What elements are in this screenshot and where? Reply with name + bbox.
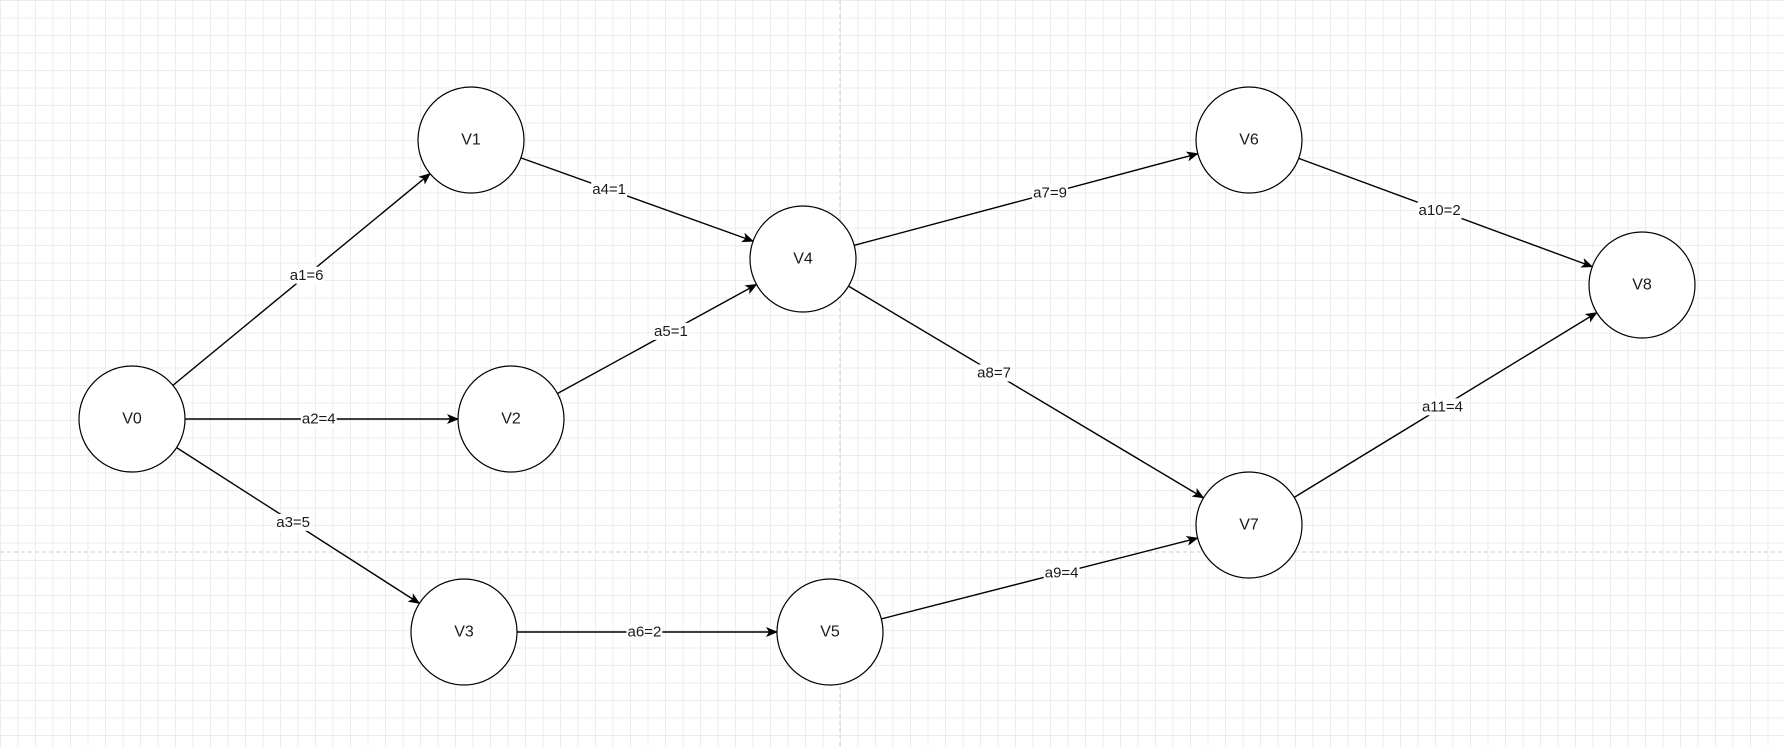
node-circle-v6[interactable] (1195, 86, 1303, 194)
node-label-v5: V5 (820, 624, 840, 641)
node-label-v7: V7 (1239, 517, 1259, 534)
node-v4[interactable]: V4 (749, 205, 857, 313)
edge-label-a9: a9=4 (1045, 564, 1079, 581)
node-label-v4: V4 (793, 251, 813, 268)
edge-arrow-a7 (854, 151, 1199, 247)
node-circle-v5[interactable] (776, 578, 884, 686)
edge-a6: a6=2 (517, 623, 778, 641)
edge-a4: a4=1 (520, 157, 755, 243)
node-circle-v7[interactable] (1195, 471, 1303, 579)
node-circle-v8[interactable] (1588, 231, 1696, 339)
node-v5[interactable]: V5 (776, 578, 884, 686)
node-label-v2: V2 (501, 411, 521, 428)
edge-label-a10: a10=2 (1419, 202, 1461, 219)
edge-label-bg-a3 (275, 513, 312, 531)
edge-label-a8: a8=7 (977, 364, 1011, 381)
edge-label-bg-a8 (976, 364, 1012, 382)
node-circle-v4[interactable] (749, 205, 857, 313)
edge-label-bg-a6 (626, 623, 663, 641)
edge-a11: a11=4 (1293, 312, 1598, 498)
edge-label-a4: a4=1 (592, 181, 626, 198)
node-label-v8: V8 (1632, 277, 1652, 294)
edge-a2: a2=4 (185, 410, 459, 428)
edge-label-bg-a11 (1420, 398, 1464, 416)
edge-label-a7: a7=9 (1033, 185, 1067, 202)
edge-a7: a7=9 (854, 151, 1199, 247)
node-circle-v2[interactable] (457, 365, 565, 473)
edge-label-a2: a2=4 (302, 411, 336, 428)
node-v0[interactable]: V0 (78, 365, 186, 473)
edge-a9: a9=4 (881, 535, 1199, 620)
edge-a1: a1=6 (172, 173, 431, 386)
node-v3[interactable]: V3 (410, 578, 518, 686)
edge-label-bg-a10 (1417, 201, 1462, 219)
node-label-v3: V3 (454, 624, 474, 641)
edge-arrow-a9 (881, 535, 1199, 620)
node-v8[interactable]: V8 (1588, 231, 1696, 339)
node-circle-v0[interactable] (78, 365, 186, 473)
node-circle-v1[interactable] (417, 86, 525, 194)
node-label-v6: V6 (1239, 132, 1259, 149)
edge-a8: a8=7 (848, 285, 1205, 499)
edge-a10: a10=2 (1298, 157, 1594, 268)
edge-label-bg-a7 (1032, 184, 1068, 202)
edge-label-a3: a3=5 (276, 514, 310, 531)
edge-label-bg-a5 (653, 322, 689, 340)
edge-a3: a3=5 (176, 447, 421, 604)
node-v6[interactable]: V6 (1195, 86, 1303, 194)
node-circle-v3[interactable] (410, 578, 518, 686)
edge-label-bg-a1 (288, 266, 325, 284)
edge-label-bg-a9 (1043, 564, 1080, 582)
edge-a5: a5=1 (557, 283, 758, 395)
edge-label-a5: a5=1 (654, 323, 688, 340)
edge-label-bg-a2 (300, 410, 337, 428)
edge-label-a11: a11=4 (1422, 398, 1463, 415)
node-v1[interactable]: V1 (417, 86, 525, 194)
node-label-v1: V1 (461, 132, 481, 149)
edge-arrow-a8 (848, 285, 1205, 499)
node-v2[interactable]: V2 (457, 365, 565, 473)
node-label-v0: V0 (122, 411, 142, 428)
edge-arrow-a4 (520, 157, 755, 243)
edge-label-bg-a4 (591, 181, 628, 199)
edges-layer: a1=6 a2=4 a3=5 a4=1 a5=1 a6=2 a7=9 a8=7 a9=4 a10=… (172, 151, 1598, 641)
edge-label-a6: a6=2 (628, 624, 662, 641)
edge-label-a1: a1=6 (290, 267, 324, 284)
node-v7[interactable]: V7 (1195, 471, 1303, 579)
